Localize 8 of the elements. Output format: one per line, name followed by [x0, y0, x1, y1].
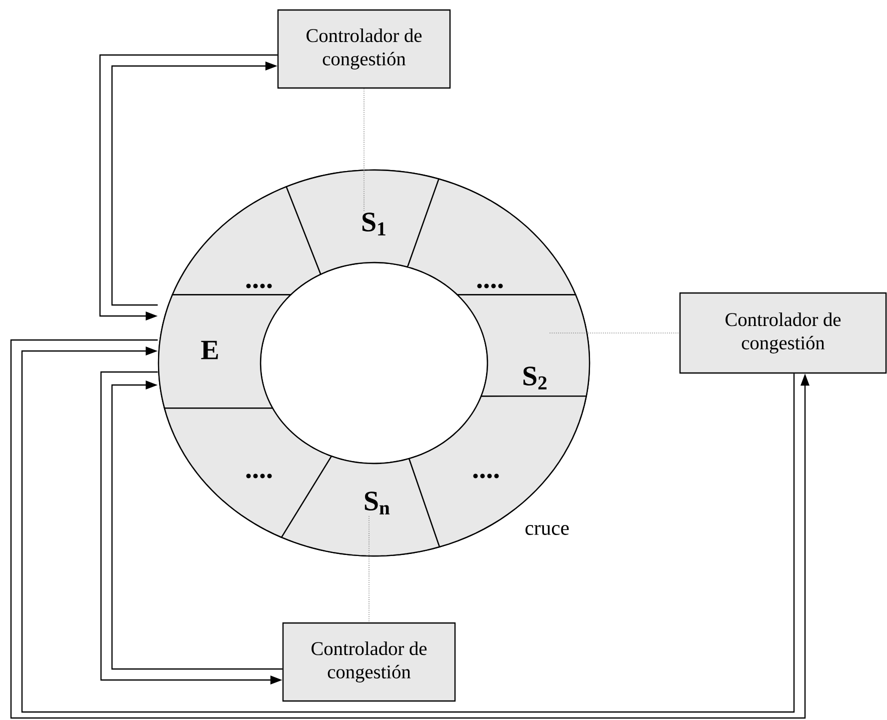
- connector-line: [549, 332, 680, 334]
- controller-box: Controlador de congestión: [282, 622, 456, 702]
- controller-box: Controlador de congestión: [679, 292, 887, 374]
- connector-line: [368, 516, 370, 623]
- ring-caption: cruce: [526, 525, 569, 535]
- ring-segment: S$_{2}$: [456, 294, 590, 397]
- controller-box: Controlador de congestión: [277, 9, 451, 89]
- ring-segment: ....: [164, 407, 332, 538]
